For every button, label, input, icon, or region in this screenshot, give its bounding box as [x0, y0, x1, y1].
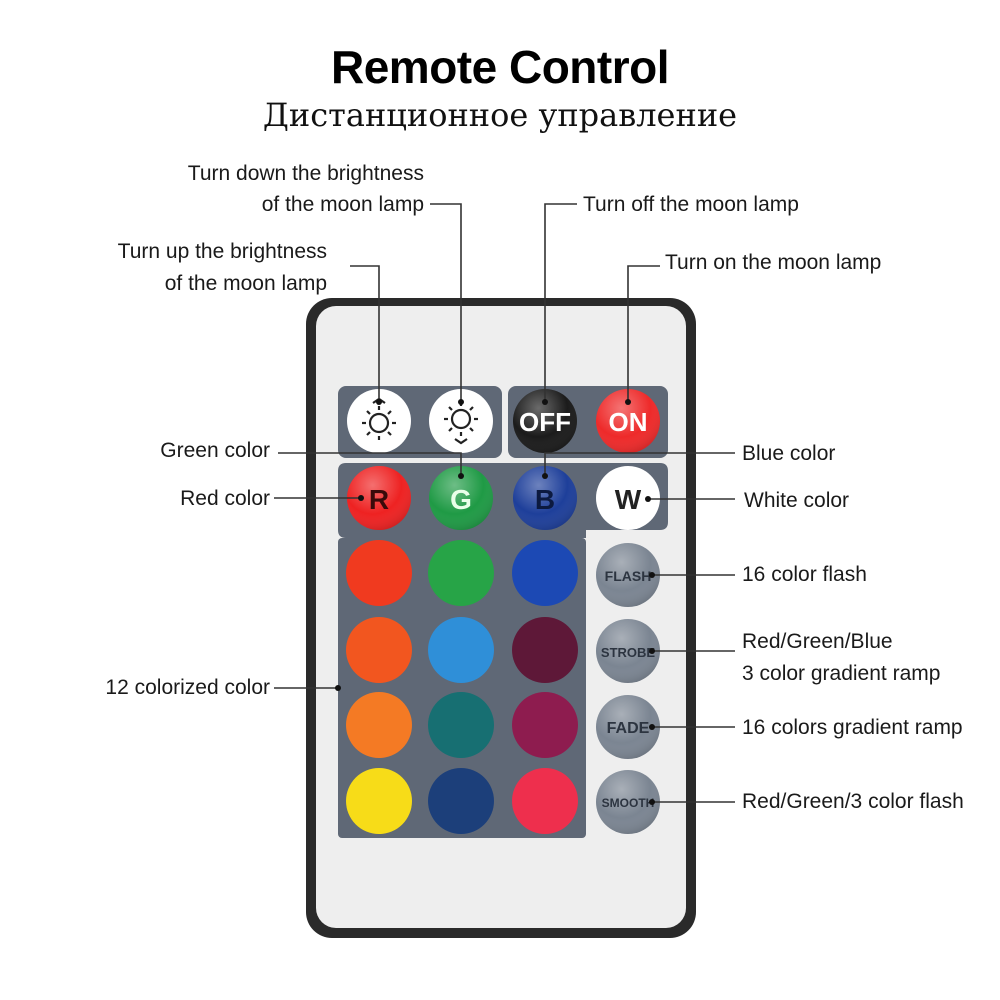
- on-dot: [625, 399, 631, 405]
- color-button-4[interactable]: [346, 617, 412, 683]
- fade-button-shine: [596, 695, 660, 759]
- flash-label: 16 color flash: [742, 563, 867, 586]
- off-leader: [544, 203, 577, 402]
- color-button-12[interactable]: [512, 768, 578, 834]
- color-button-1[interactable]: [346, 540, 412, 606]
- blue-dot: [542, 473, 548, 479]
- fade-dot: [649, 724, 655, 730]
- brightness-down-label-1: Turn down the brightness: [188, 162, 424, 185]
- colorized-label: 12 colorized color: [105, 676, 270, 699]
- smooth-dot: [649, 799, 655, 805]
- fade-button-label: FADE: [607, 720, 650, 737]
- blue-leader: [544, 452, 735, 476]
- off-button-label: OFF: [519, 407, 571, 437]
- brightness-down-dot: [458, 399, 464, 405]
- flash-button-label: FLASH: [605, 568, 652, 584]
- brightness-down-button[interactable]: [429, 389, 493, 453]
- red-button-label: R: [369, 484, 389, 515]
- brightness-up-label-1: Turn up the brightness: [118, 240, 327, 263]
- strobe-button-shine: [596, 619, 660, 683]
- white-color-label: White color: [744, 489, 849, 512]
- brightness-up-leader: [350, 265, 380, 402]
- blue-button-label: B: [535, 484, 555, 515]
- red-color-label: Red color: [180, 487, 270, 510]
- blue-button-shine: [513, 466, 577, 530]
- brightness-down-label-2: of the moon lamp: [262, 193, 424, 216]
- smooth-label: Red/Green/3 color flash: [742, 790, 964, 813]
- color-button-9[interactable]: [512, 692, 578, 758]
- red-dot: [358, 495, 364, 501]
- color-button-7[interactable]: [346, 692, 412, 758]
- white-button-label: W: [615, 484, 642, 515]
- on-button-label: ON: [609, 407, 648, 437]
- green-button-shine: [429, 466, 493, 530]
- green-button-label: G: [450, 484, 472, 515]
- color-panel: [338, 463, 668, 538]
- fade-label: 16 colors gradient ramp: [742, 716, 963, 739]
- color-button-2[interactable]: [428, 540, 494, 606]
- off-dot: [542, 399, 548, 405]
- color-button-10[interactable]: [346, 768, 412, 834]
- on-leader: [627, 265, 660, 402]
- flash-dot: [649, 572, 655, 578]
- on-button-shine: [596, 389, 660, 453]
- brightness-up-button[interactable]: [347, 389, 411, 453]
- smooth-button-shine: [596, 770, 660, 834]
- brightness-up-dot: [376, 399, 382, 405]
- color-grid: [346, 540, 578, 834]
- blue-color-label: Blue color: [742, 442, 835, 465]
- turn-on-label: Turn on the moon lamp: [665, 251, 881, 274]
- page-title: Remote Control: [331, 41, 670, 93]
- green-leader: [278, 452, 462, 476]
- strobe-label-2: 3 color gradient ramp: [742, 662, 940, 685]
- turn-off-label: Turn off the moon lamp: [583, 193, 799, 216]
- green-color-label: Green color: [160, 439, 270, 462]
- flash-button-shine: [596, 543, 660, 607]
- off-button-shine: [513, 389, 577, 453]
- color-button-6[interactable]: [512, 617, 578, 683]
- color-grid-panel: [338, 538, 586, 838]
- brightness-down-leader: [430, 203, 462, 402]
- color-button-8[interactable]: [428, 692, 494, 758]
- strobe-label-1: Red/Green/Blue: [742, 630, 893, 653]
- colorized-dot: [335, 685, 341, 691]
- color-button-5[interactable]: [428, 617, 494, 683]
- brightness-up-label-2: of the moon lamp: [165, 272, 327, 295]
- white-button[interactable]: [596, 466, 660, 530]
- sun-down-icon: [444, 402, 478, 445]
- color-button-3[interactable]: [512, 540, 578, 606]
- smooth-button-label: SMOOTH: [602, 796, 655, 810]
- color-button-11[interactable]: [428, 768, 494, 834]
- strobe-button-label: STROBE: [601, 645, 656, 660]
- strobe-dot: [649, 648, 655, 654]
- red-button-shine: [347, 466, 411, 530]
- green-dot: [458, 473, 464, 479]
- white-dot: [645, 496, 651, 502]
- page-subtitle: Дистанционное управление: [262, 96, 738, 134]
